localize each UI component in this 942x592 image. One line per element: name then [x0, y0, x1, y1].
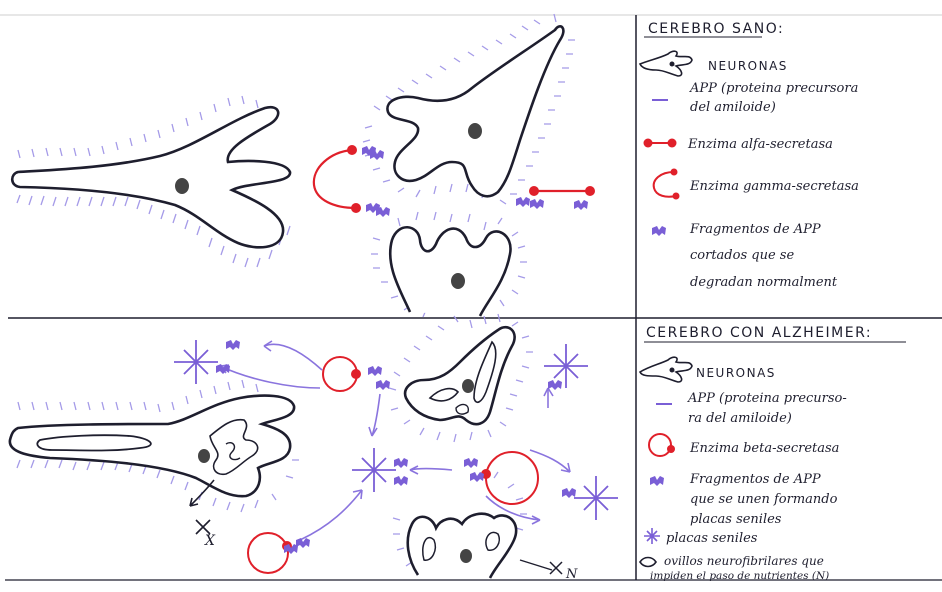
- neuron-upper-right-diseased: [405, 327, 515, 424]
- n-label: N: [565, 567, 578, 582]
- tangle-icon: [640, 558, 656, 567]
- legend-app-label-b: APP (proteina precurso-: [687, 391, 847, 406]
- neuron-upper-right: [387, 26, 563, 196]
- senile-plaque-2: [352, 448, 396, 492]
- legend-neuron-label-b: NEURONAS: [696, 366, 776, 380]
- legend-app-label: APP (proteina precursora: [689, 81, 858, 96]
- legend-tangle-label-2: impiden el paso de nutrientes (N): [650, 570, 829, 582]
- legend-fragment-label-2: cortados que se: [690, 248, 794, 263]
- legend-healthy: CEREBRO SANO: NEURONAS APP (proteina pre…: [640, 21, 859, 290]
- senile-plaque-1: [174, 340, 218, 384]
- legend-app-label-2: del amiloide): [690, 100, 776, 115]
- legend-alpha-label: Enzima alfa-secretasa: [687, 137, 833, 152]
- neuron-lower: [390, 227, 510, 316]
- senile-plaque-4: [574, 476, 618, 520]
- alzheimer-brain-panel: X N: [10, 314, 618, 582]
- gamma-secretase-icon: [654, 169, 680, 200]
- legend-tangle-label: ovillos neurofibrilares que: [664, 554, 824, 568]
- senile-plaque-icon: [644, 528, 660, 544]
- legend-beta-label: Enzima beta-secretasa: [689, 441, 839, 456]
- beta-secretase-icon: [649, 434, 675, 456]
- app-fragment-icon: [652, 226, 666, 236]
- app-fragment-icon: [650, 476, 664, 486]
- legend-fragment-label-b-3: placas seniles: [690, 512, 782, 527]
- legend-alzheimer: CEREBRO CON ALZHEIMER: NEURONAS APP (pro…: [640, 325, 906, 582]
- legend-title-healthy: CEREBRO SANO:: [648, 21, 784, 37]
- neuron-lower-diseased: [408, 514, 516, 578]
- legend-neuron-label: NEURONAS: [708, 59, 788, 73]
- alpha-secretase-icon: [644, 139, 677, 148]
- legend-title-alzheimer: CEREBRO CON ALZHEIMER:: [646, 325, 872, 341]
- neuron-left-diseased: [10, 396, 294, 497]
- legend-gamma-label: Enzima gamma-secretasa: [689, 179, 859, 194]
- neuron-icon: [640, 357, 692, 382]
- legend-fragment-label-b-2: que se unen formando: [690, 492, 838, 507]
- neuron-left: [12, 107, 290, 247]
- healthy-brain-panel: [12, 14, 595, 317]
- legend-fragment-label-b: Fragmentos de APP: [689, 472, 821, 487]
- legend-fragment-label: Fragmentos de APP: [689, 222, 821, 237]
- x-label: X: [204, 533, 216, 549]
- legend-app-label-b-2: ra del amiloide): [688, 411, 792, 426]
- legend-plaque-label: placas seniles: [666, 531, 758, 546]
- legend-fragment-label-3: degradan normalment: [690, 275, 838, 290]
- neuron-icon: [640, 51, 692, 76]
